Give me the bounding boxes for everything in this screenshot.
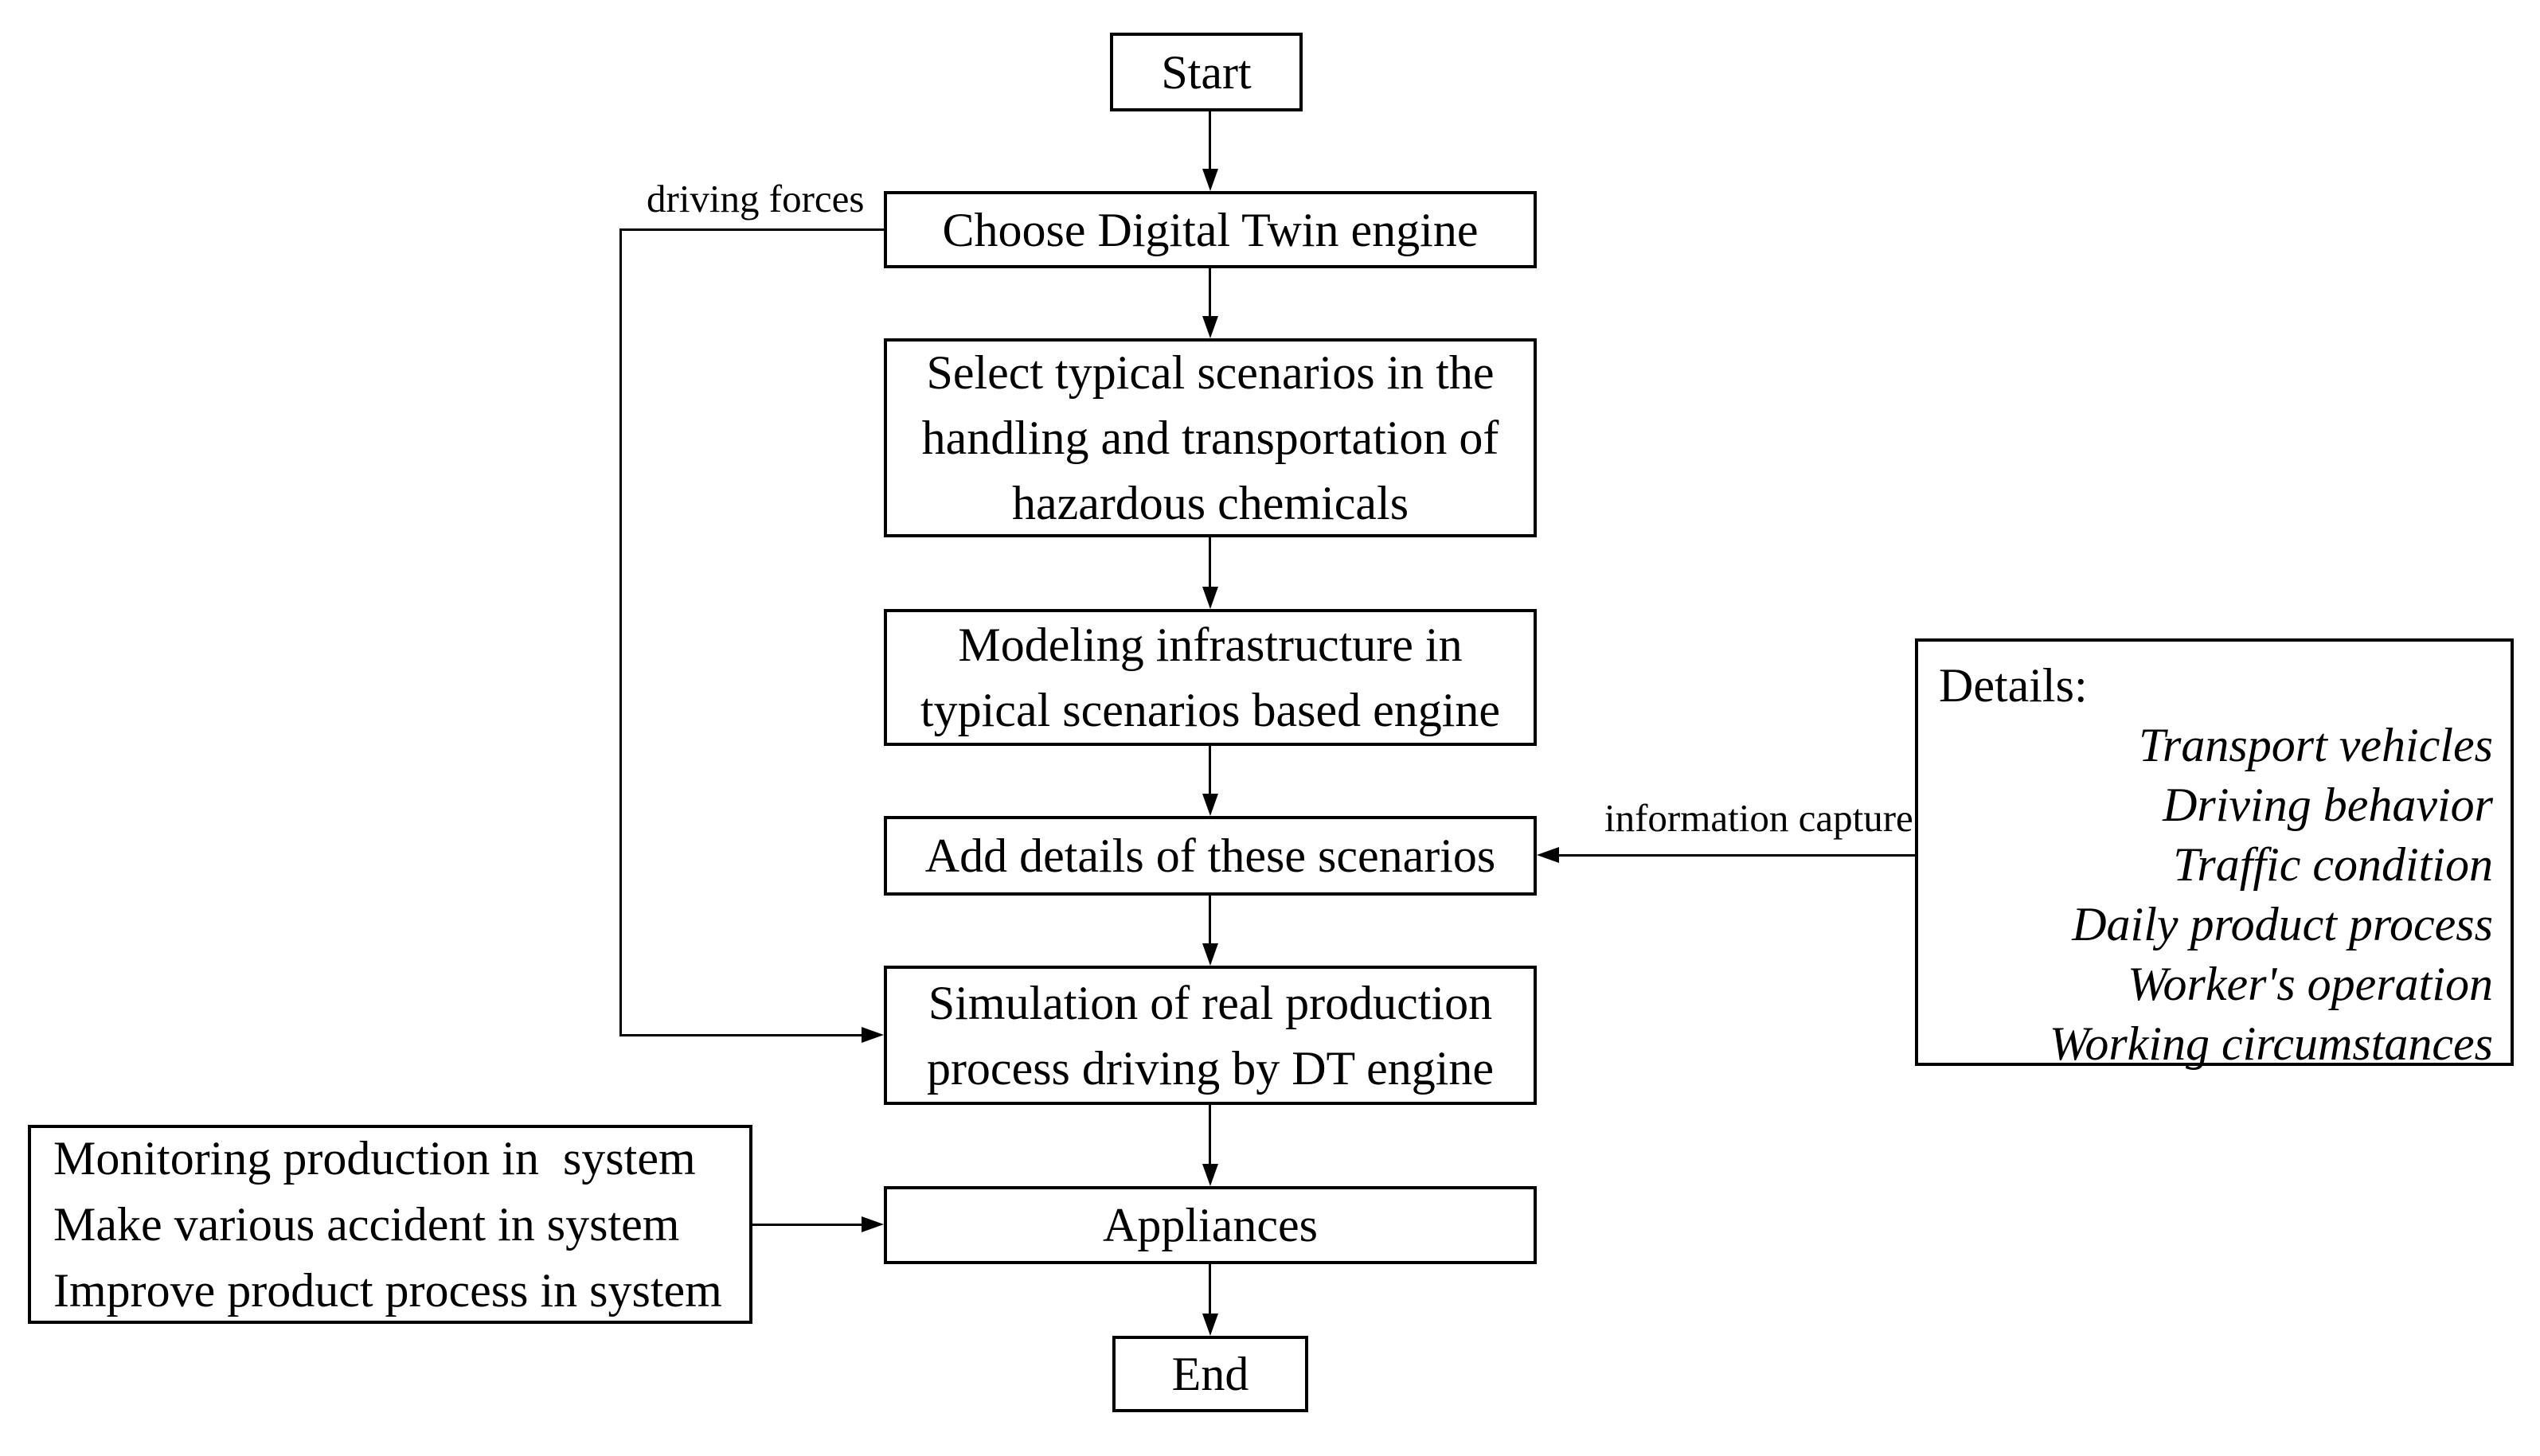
side-box-line-monitoring: Monitoring production in system — [53, 1131, 696, 1185]
arrowhead-down-add-icon — [1202, 794, 1218, 816]
flow-node-appliances: Appliances — [884, 1186, 1537, 1264]
edge-label-information-capture: information capture — [1604, 796, 1913, 840]
flow-node-choose-digital-twin-engine: Choose Digital Twin engine — [884, 191, 1537, 268]
arrowhead-left-add-details-icon — [1537, 847, 1559, 863]
side-box-line-accident: Make various accident in system — [53, 1197, 680, 1251]
details-box: Details: Transport vehicles Driving beha… — [1915, 638, 2514, 1070]
details-item-working-circumstances: Working circumstances — [2049, 1017, 2493, 1070]
arrowhead-down-simulation-icon — [1202, 943, 1218, 966]
arrowhead-down-select-icon — [1202, 316, 1218, 338]
edge-label-driving-forces: driving forces — [647, 177, 865, 221]
details-item-transport-vehicles: Transport vehicles — [2139, 719, 2493, 771]
side-box-line-improve: Improve product process in system — [53, 1263, 722, 1317]
connector-choose-to-select — [1209, 268, 1211, 318]
connector-driving-forces-top — [619, 228, 884, 231]
connector-start-to-choose — [1209, 111, 1211, 170]
connector-add-to-simulation — [1209, 896, 1211, 945]
flow-node-simulation: Simulation of real production process dr… — [884, 966, 1537, 1105]
details-item-workers-operation: Worker's operation — [2128, 958, 2493, 1010]
arrowhead-right-appliances-icon — [862, 1216, 884, 1232]
details-item-traffic-condition: Traffic condition — [2173, 838, 2493, 891]
arrowhead-down-modeling-icon — [1202, 587, 1218, 609]
connector-select-to-modeling — [1209, 537, 1211, 588]
connector-driving-forces-vertical — [619, 228, 622, 1036]
connector-information-capture — [1557, 854, 1917, 857]
connector-sidebox-to-appliances — [752, 1224, 863, 1226]
arrowhead-down-appliances-icon — [1202, 1164, 1218, 1186]
arrowhead-right-simulation-icon — [862, 1027, 884, 1043]
flow-node-add-details: Add details of these scenarios — [884, 816, 1537, 896]
details-item-daily-product-process: Daily product process — [2072, 898, 2493, 950]
connector-appliances-to-end — [1209, 1264, 1211, 1315]
flow-node-modeling-infrastructure: Modeling infrastructure in typical scena… — [884, 609, 1537, 746]
connector-driving-forces-bottom — [619, 1034, 862, 1036]
arrowhead-down-choose-icon — [1202, 169, 1218, 191]
connector-simulation-to-appliances — [1209, 1105, 1211, 1165]
side-box-system-actions: Monitoring production in system Make var… — [28, 1125, 752, 1324]
arrowhead-down-end-icon — [1202, 1314, 1218, 1336]
connector-modeling-to-add — [1209, 746, 1211, 795]
flow-node-start: Start — [1110, 33, 1303, 111]
flow-node-select-typical-scenarios: Select typical scenarios in the handling… — [884, 338, 1537, 537]
details-box-title: Details: — [1939, 659, 2088, 712]
details-item-driving-behavior: Driving behavior — [2163, 779, 2493, 831]
flow-node-end: End — [1112, 1336, 1308, 1412]
